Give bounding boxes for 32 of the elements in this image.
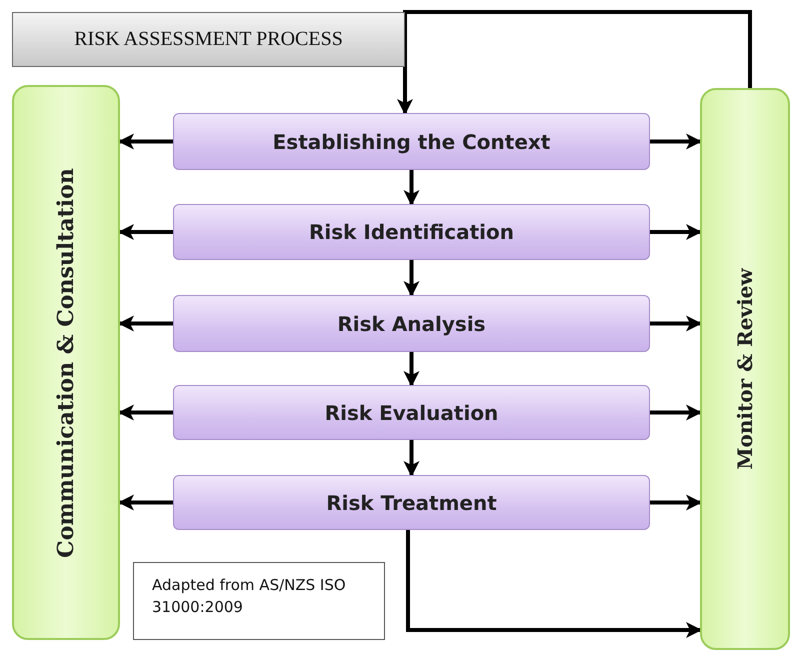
process-box xyxy=(173,113,650,170)
step-label: Risk Evaluation xyxy=(324,400,498,424)
arrow xyxy=(650,404,702,420)
arrow xyxy=(118,404,173,420)
arrow xyxy=(118,316,173,332)
process-box xyxy=(173,385,650,440)
arrow xyxy=(650,494,702,510)
arrow xyxy=(404,440,420,477)
arrow xyxy=(650,224,702,240)
side-panel xyxy=(12,85,120,640)
process-box xyxy=(173,204,650,260)
arrow xyxy=(404,352,420,387)
process-box xyxy=(173,295,650,352)
step-label: Risk Analysis xyxy=(337,312,486,336)
vertical-label: Monitor & Review xyxy=(733,268,757,470)
arrow xyxy=(406,530,702,638)
step-label: Risk Treatment xyxy=(326,490,497,514)
step-label: Establishing the Context xyxy=(272,130,550,154)
title-box: RISK ASSESSMENT PROCESS xyxy=(12,12,405,67)
arrow xyxy=(118,494,173,510)
arrow xyxy=(118,134,173,150)
process-box xyxy=(173,475,650,530)
arrow xyxy=(397,10,752,115)
arrow xyxy=(118,224,173,240)
vertical-label: Communication & Consultation xyxy=(53,168,79,558)
arrow xyxy=(404,260,420,297)
arrow xyxy=(650,134,702,150)
step-label: Risk Identification xyxy=(309,220,514,244)
arrow xyxy=(404,170,420,206)
source-note: Adapted from AS/NZS ISO 31000:2009 xyxy=(133,562,385,640)
arrow xyxy=(650,316,702,332)
side-panel xyxy=(700,88,790,650)
